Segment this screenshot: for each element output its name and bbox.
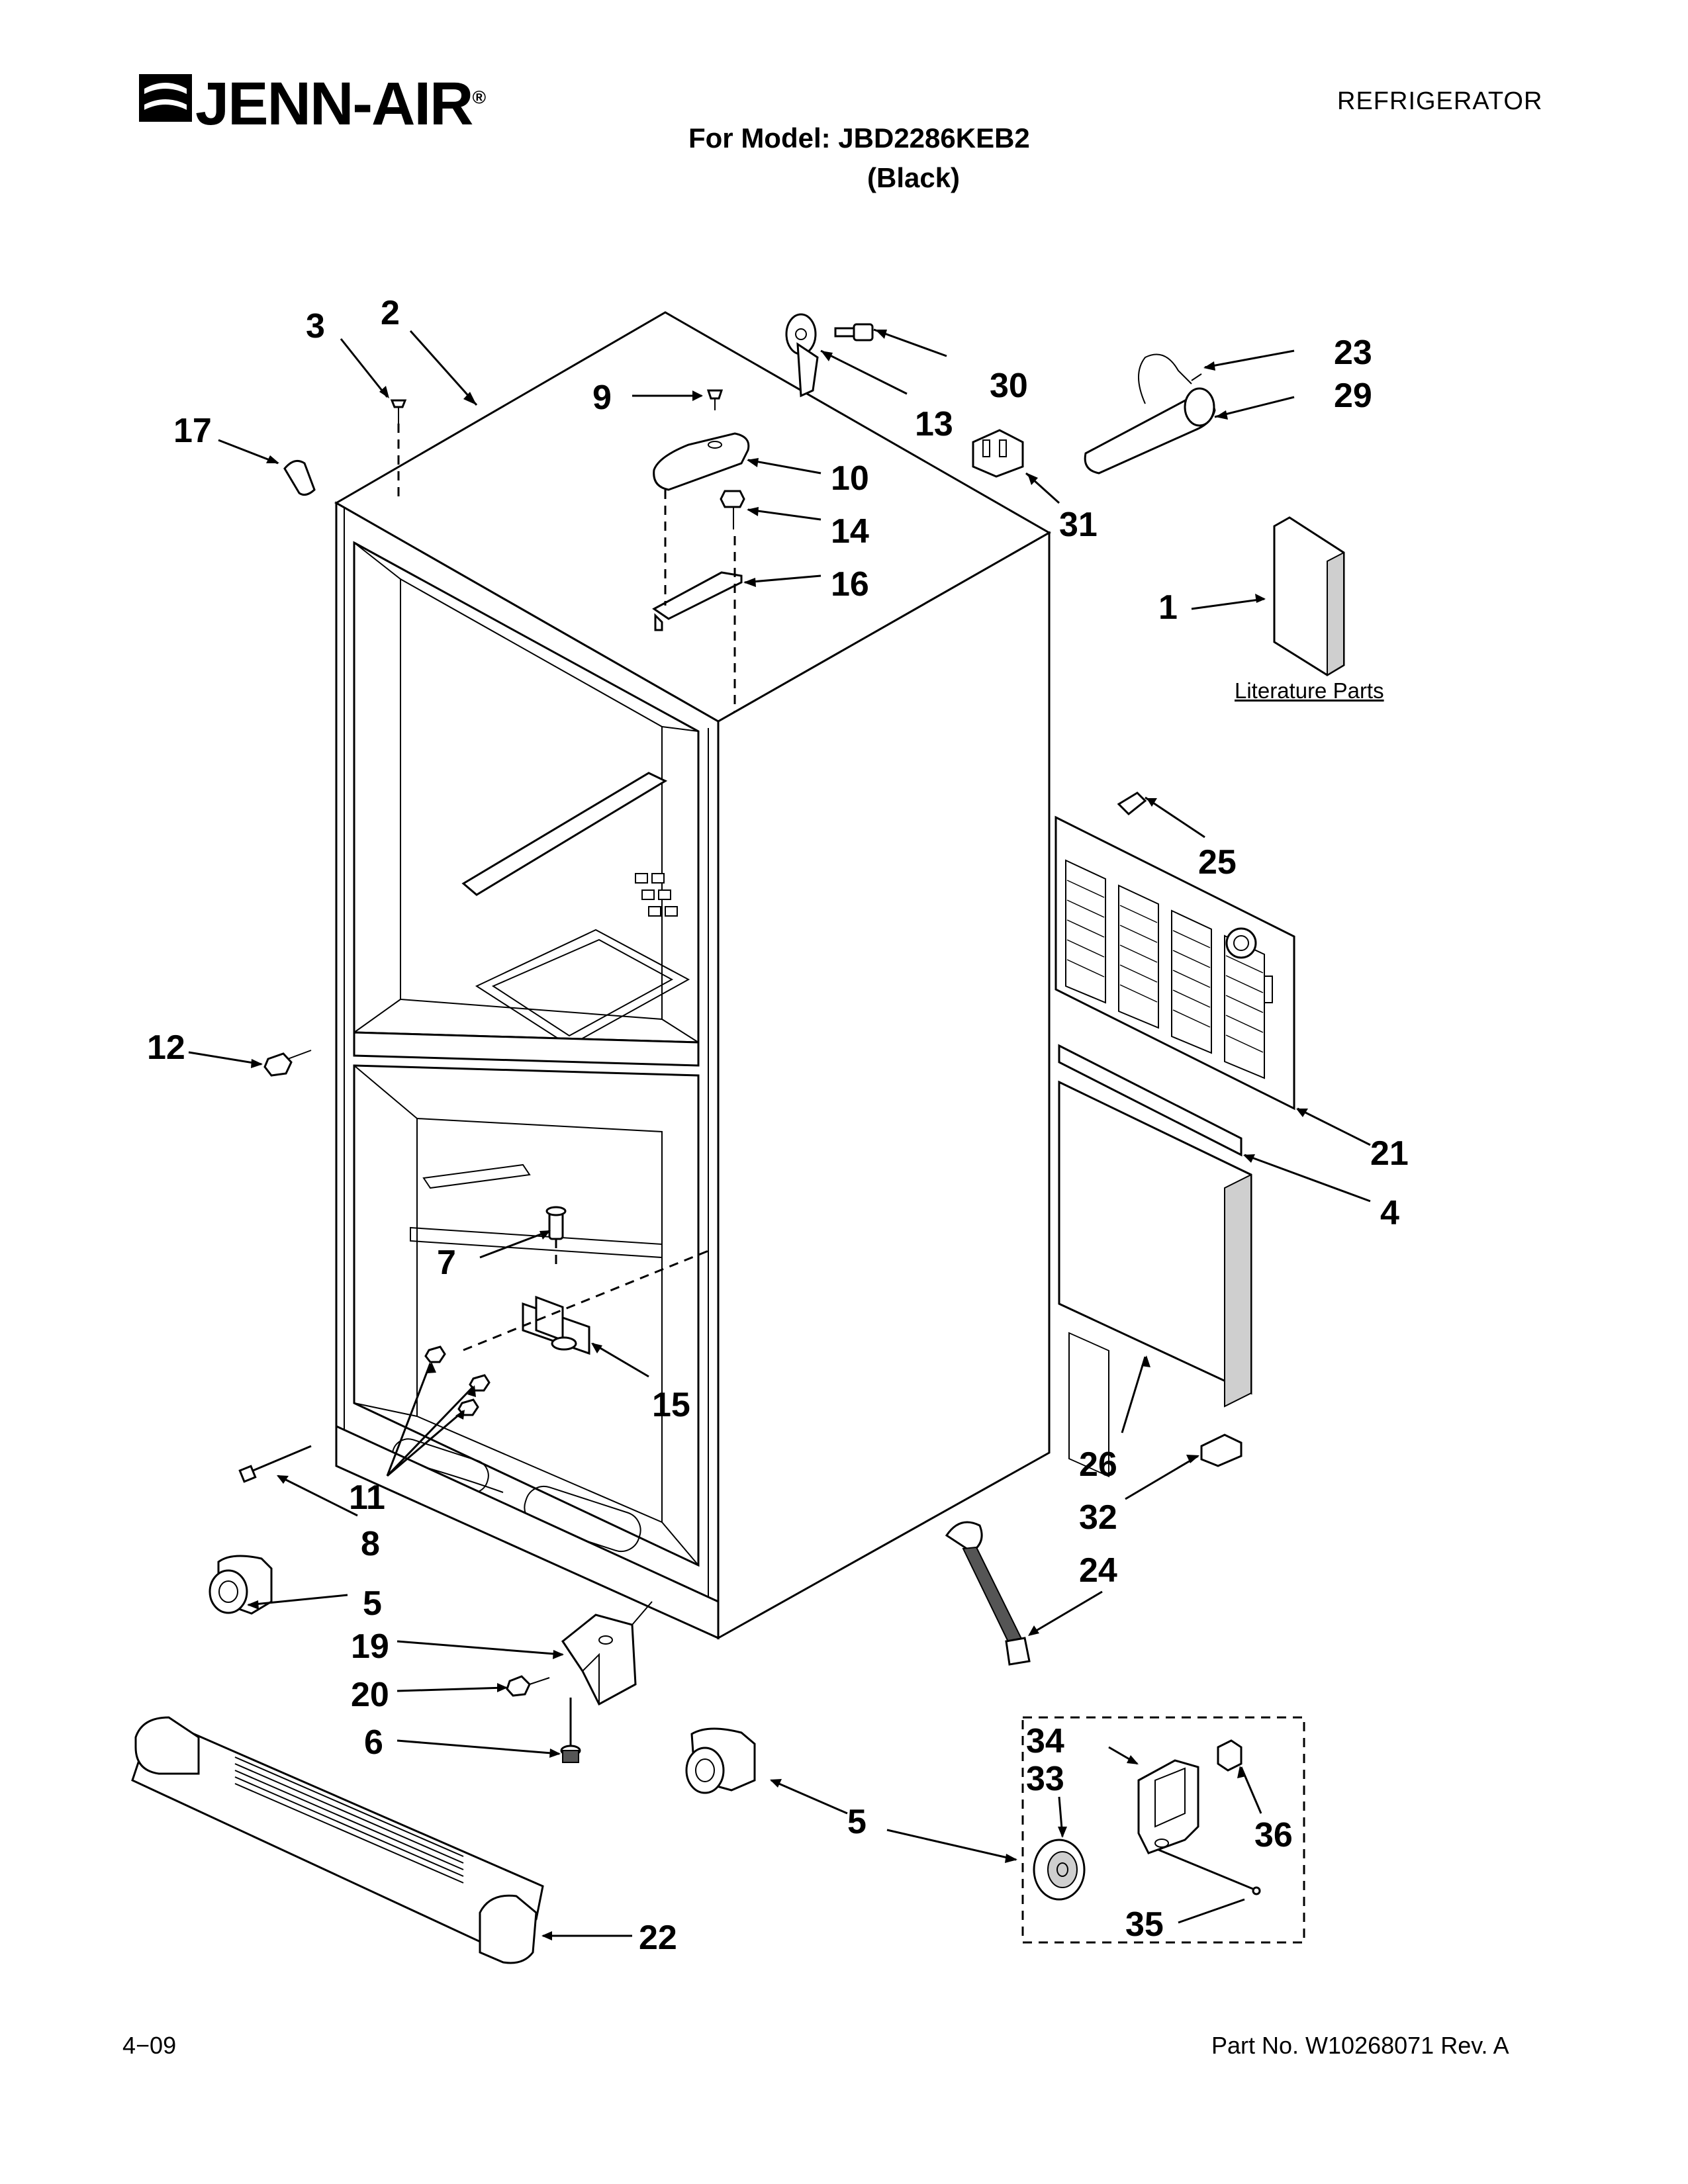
- part-6-leveling-leg-icon: [560, 1698, 581, 1763]
- part-16-hinge-icon: [652, 490, 743, 711]
- callout-22: 22: [639, 1919, 677, 1957]
- part-17-wire-icon: [283, 459, 316, 496]
- part-5b-caster-icon: [685, 1727, 756, 1794]
- callout-6: 6: [364, 1723, 383, 1762]
- model-variant: (Black): [867, 162, 961, 193]
- callout-24: 24: [1079, 1551, 1117, 1590]
- literature-parts-label: Literature Parts: [1235, 678, 1384, 703]
- callout-25: 25: [1198, 843, 1237, 882]
- callout-20: 20: [351, 1676, 389, 1714]
- callout-13: 13: [915, 405, 953, 443]
- callout-14: 14: [831, 512, 869, 551]
- part-32-clip-icon: [1200, 1433, 1243, 1467]
- revision-date: 4−09: [122, 2032, 177, 2059]
- callout-9: 9: [592, 379, 612, 417]
- callout-1: 1: [1158, 588, 1178, 627]
- part-10-hinge-cover-icon: [653, 432, 750, 491]
- callout-labels: 2 3 17 9 30 13 10 14 16 31 23 29 1 25 21…: [147, 294, 1409, 1957]
- part-13-top-hinge-icon: [785, 313, 819, 398]
- callout-34: 34: [1026, 1722, 1064, 1760]
- callout-12: 12: [147, 1028, 185, 1067]
- part-7-pin-icon: [545, 1206, 567, 1264]
- callout-8: 8: [361, 1525, 380, 1563]
- brand-name: JENN-AIR®: [195, 70, 486, 138]
- part-36-clip-icon: [1217, 1739, 1243, 1772]
- cabinet-part: [334, 311, 1052, 1640]
- callout-30: 30: [990, 367, 1028, 405]
- callout-23: 23: [1334, 334, 1372, 372]
- part-8-bolt-icon: [238, 1445, 312, 1483]
- callout-16: 16: [831, 565, 869, 604]
- callout-26: 26: [1079, 1445, 1117, 1484]
- brand-logo-icon: [139, 74, 192, 122]
- model-number: For Model: JBD2286KEB2: [688, 122, 1030, 154]
- document-category: REFRIGERATOR: [1337, 87, 1543, 115]
- part-34-caster-bracket-icon: [1137, 1759, 1199, 1854]
- part-number: Part No. W10268071 Rev. A: [1211, 2032, 1509, 2059]
- callout-5: 5: [363, 1584, 382, 1623]
- callout-7: 7: [437, 1244, 456, 1282]
- part-25-screw-icon: [1117, 792, 1147, 816]
- part-31-clip-icon: [972, 429, 1024, 478]
- callout-15: 15: [652, 1386, 690, 1424]
- callout-19: 19: [351, 1627, 389, 1666]
- part-23-29-tube-icon: [1084, 353, 1216, 475]
- part-24-wrench-icon: [945, 1521, 1031, 1666]
- callout-10: 10: [831, 459, 869, 498]
- part-9-screw-icon: [706, 389, 724, 410]
- callout-3: 3: [306, 307, 325, 345]
- callout-31: 31: [1059, 506, 1098, 544]
- callout-2: 2: [381, 294, 400, 332]
- part-20-screw-icon: [506, 1675, 550, 1697]
- callout-5b: 5: [847, 1803, 867, 1841]
- part-4-seal-strip-icon: [1058, 1044, 1243, 1157]
- part-15-hinge-bracket-icon: [463, 1250, 709, 1355]
- part-1-literature-icon: [1273, 516, 1345, 676]
- part-12-screw-icon: [263, 1050, 312, 1077]
- part-5-caster-icon: [209, 1555, 273, 1615]
- callout-4: 4: [1380, 1194, 1399, 1232]
- callout-29: 29: [1334, 377, 1372, 415]
- callout-11: 11: [349, 1479, 385, 1517]
- callout-21: 21: [1370, 1134, 1409, 1173]
- part-14-bolt-icon: [720, 490, 745, 529]
- part-3-screw-icon: [390, 399, 407, 496]
- leader-arrows: [247, 330, 1308, 1940]
- part-33-wheel-icon: [1033, 1839, 1086, 1901]
- part-30-screw-icon: [834, 323, 874, 341]
- part-22-toe-grille-icon: [131, 1716, 544, 1964]
- part-21-rear-panel-icon: [1055, 815, 1295, 1478]
- callout-17: 17: [173, 412, 212, 450]
- part-35-axle-icon: [1158, 1848, 1261, 1895]
- callout-32: 32: [1079, 1498, 1117, 1537]
- callout-36: 36: [1254, 1816, 1293, 1854]
- part-19-bracket-icon: [561, 1601, 653, 1706]
- callout-33: 33: [1026, 1760, 1064, 1798]
- callout-35: 35: [1125, 1905, 1164, 1944]
